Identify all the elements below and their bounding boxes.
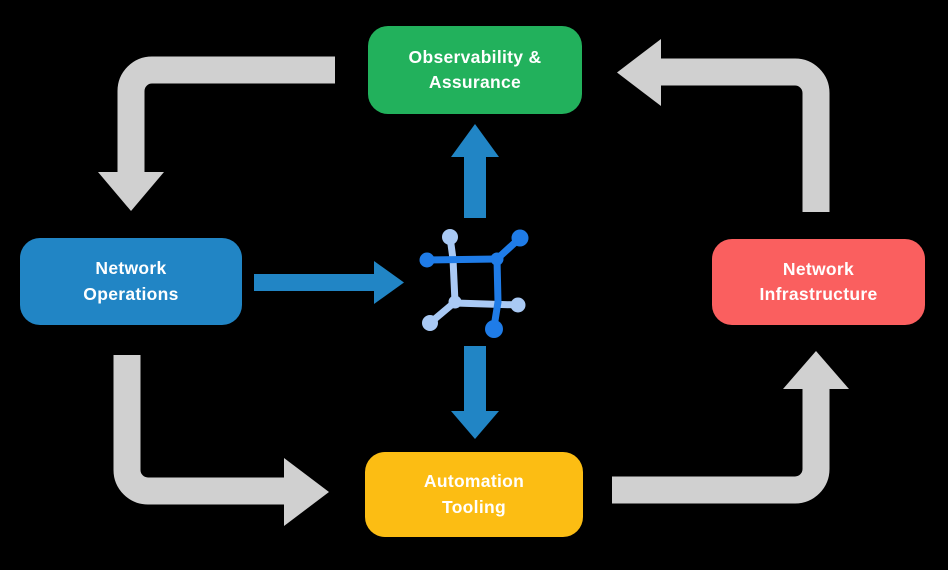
mesh-node-light — [422, 315, 438, 331]
arrowhead-up-icon — [451, 124, 499, 157]
node-label: Automation Tooling — [423, 471, 525, 517]
arrow-center-to-observability — [451, 124, 499, 218]
arrow-observability-to-operations — [98, 56, 335, 211]
arrowhead-right-icon — [284, 458, 329, 526]
arrow-elbow — [612, 387, 830, 504]
node-network-operations: Network Operations — [20, 238, 242, 325]
arrowhead-down-icon — [451, 411, 499, 439]
mesh-node-dark — [485, 320, 503, 338]
arrow-shaft — [254, 274, 375, 291]
mesh-edge-dark — [490, 255, 502, 331]
mesh-node-light — [442, 229, 458, 245]
node-label: Network Infrastructure — [759, 258, 878, 304]
node-observability-assurance: Observability & Assurance — [368, 26, 582, 114]
arrow-center-to-automation — [451, 346, 499, 439]
arrowhead-right-icon — [374, 261, 404, 304]
arrowhead-up-icon — [783, 351, 849, 389]
arrow-operations-to-automation — [113, 355, 329, 526]
arrow-elbow — [659, 58, 830, 212]
arrow-shaft — [464, 152, 486, 218]
arrow-elbow — [117, 56, 335, 174]
arrow-shaft — [464, 346, 486, 414]
mesh-node-light — [448, 295, 462, 309]
arrow-operations-to-center — [254, 261, 404, 304]
mesh-node-dark — [511, 229, 529, 247]
mesh-edge-light — [451, 299, 522, 309]
arrow-elbow — [113, 355, 286, 505]
arrowhead-down-icon — [98, 172, 164, 211]
arrow-infrastructure-to-observability — [617, 39, 830, 212]
mesh-edge-dark — [423, 255, 501, 264]
network-mesh-icon — [419, 229, 529, 338]
node-label: Network Operations — [83, 258, 179, 304]
node-automation-tooling: Automation Tooling — [365, 452, 583, 537]
mesh-node-light — [510, 297, 526, 313]
mesh-node-dark — [490, 252, 504, 266]
node-label: Observability & Assurance — [408, 46, 542, 92]
mesh-node-dark — [419, 252, 435, 268]
node-network-infrastructure: Network Infrastructure — [712, 239, 925, 325]
mesh-edge-light — [446, 233, 459, 306]
arrow-automation-to-infrastructure — [612, 351, 849, 504]
arrowhead-left-icon — [617, 39, 661, 106]
